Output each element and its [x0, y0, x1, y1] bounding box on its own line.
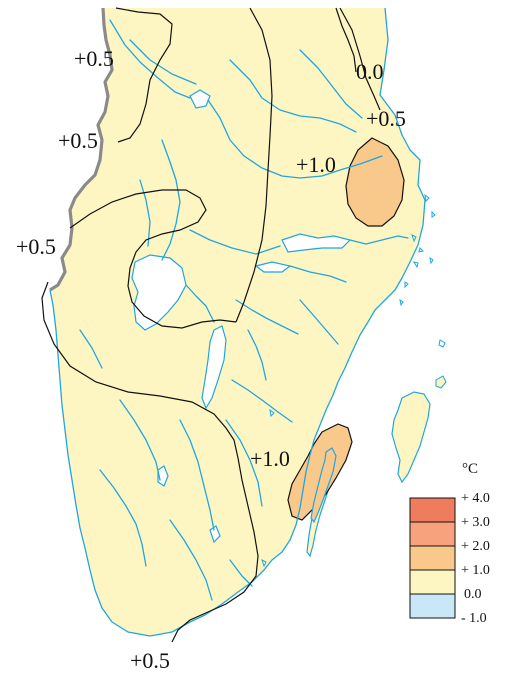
archipelago: [261, 193, 446, 568]
lake-bolmen: [157, 465, 169, 487]
oland-on-patch: [310, 447, 337, 524]
legend-tick-zero: 0.0: [464, 587, 482, 602]
contour-line-0-5-ne-coast: [339, 7, 381, 111]
legend-swatch-minus1-to-0: [409, 593, 456, 619]
rivers: [79, 19, 409, 601]
warm-patch-kalmar: [287, 423, 353, 521]
contour-label-nw-middle: +0.5: [58, 128, 98, 153]
contour-line-0-5-west-loop: [69, 189, 237, 329]
contour-label-west: +0.5: [16, 234, 56, 259]
contour-label-ne-zero: 0.0: [356, 59, 384, 84]
legend-unit-label: °C: [462, 461, 478, 477]
lake-hjalmaren: [254, 261, 292, 273]
legend-swatch-0-to-1: [409, 569, 456, 595]
contour-label-nw-upper: +0.5: [74, 46, 114, 71]
legend-swatch-1-to-2: [409, 545, 456, 571]
lake-vanern: [131, 254, 187, 331]
legend-swatch-3-to-4: [409, 497, 456, 523]
legend-swatch-2-to-3: [409, 521, 456, 547]
contour-line-0-5-ne: [235, 7, 273, 323]
contour-label-east-one: +1.0: [296, 152, 336, 177]
coastline-east: [49, 7, 426, 637]
contour-line-0-5-south: [41, 281, 259, 643]
gotland-island: [391, 391, 431, 484]
legend-tick-plus1: + 1.0: [461, 563, 490, 578]
legend: °C + 4.0 + 3.0 + 2.0 + 1.0 0.0 - 1.0: [409, 461, 490, 626]
norway-border: [49, 7, 114, 292]
contour-line-0-5-nw: [115, 7, 173, 143]
land-mass: [50, 8, 425, 636]
faro-island: [435, 375, 447, 389]
legend-tick-plus3: + 3.0: [461, 515, 490, 530]
contour-lines: [41, 7, 381, 643]
legend-tick-plus4: + 4.0: [461, 491, 490, 506]
contour-label-southeast-one: +1.0: [250, 446, 290, 471]
contour-label-ne-half: +0.5: [366, 106, 406, 131]
legend-tick-plus2: + 2.0: [461, 539, 490, 554]
lake-malaren: [281, 233, 352, 253]
contour-label-group: +0.5 0.0 +0.5 +0.5 +1.0 +0.5 +1.0 +0.5: [16, 46, 406, 673]
contour-line-0-0-ne: [335, 7, 357, 73]
legend-tick-minus1: - 1.0: [461, 611, 487, 626]
contour-label-south: +0.5: [130, 648, 170, 673]
warm-patch-uppland: [345, 137, 405, 227]
lake-vattern: [201, 325, 227, 410]
